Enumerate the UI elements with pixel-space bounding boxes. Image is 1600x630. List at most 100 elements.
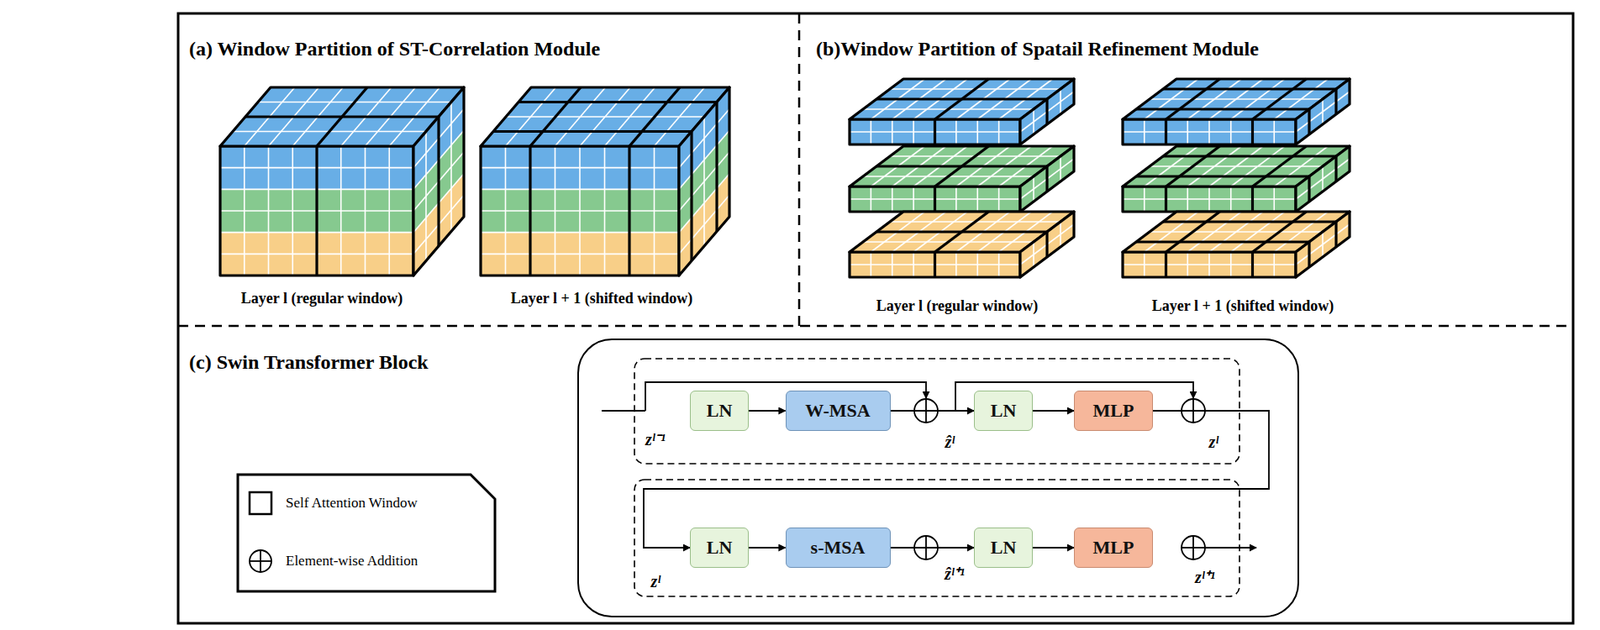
window-border (876, 230, 1048, 233)
grid-line (1252, 252, 1254, 278)
face-outline (480, 146, 679, 276)
signal-name: zˡ⁻¹ (645, 427, 666, 451)
window-border (689, 131, 693, 262)
layer-norm: LN (689, 390, 749, 432)
panel-divider (178, 325, 1574, 328)
face-outline (849, 186, 1021, 212)
window-border (876, 97, 1048, 100)
signal-name: ẑˡ⁺¹ (944, 562, 965, 585)
window-border (1136, 174, 1310, 178)
grid-line (1136, 175, 1310, 178)
window-border (1334, 156, 1337, 182)
window-border (1252, 146, 1307, 187)
panel-divider (798, 13, 801, 327)
grid-line (1149, 165, 1323, 168)
window-border (1164, 252, 1168, 278)
grid-line (493, 131, 692, 133)
window-border (245, 115, 439, 118)
window-border (528, 146, 532, 276)
window-border (1252, 211, 1307, 253)
flow-arrow (748, 410, 786, 412)
panel-title: (c) Swin Transformer Block (189, 351, 429, 374)
grid-line (1252, 119, 1254, 145)
face-outline (849, 119, 1021, 145)
grid-line (480, 253, 679, 256)
flow-arrow (1032, 410, 1074, 412)
face-outline (1122, 252, 1296, 278)
grid-line (529, 146, 532, 276)
mlp-box: MLP (1073, 527, 1153, 569)
grid-line (1163, 88, 1337, 90)
layer-norm: LN (973, 390, 1033, 432)
plus-bar (1192, 536, 1195, 560)
face-outline (1020, 211, 1074, 278)
element-wise-addition (1181, 536, 1206, 560)
grid-line (1046, 231, 1048, 258)
layer-caption: Layer l (regular window) (241, 289, 404, 308)
frame-slab (849, 146, 1074, 212)
panel-title: (a) Window Partition of ST-Correlation M… (189, 37, 600, 61)
face-outline (1295, 78, 1350, 145)
window-border (530, 87, 581, 147)
grid-line (480, 210, 679, 212)
window-sample (249, 492, 272, 515)
node-text: LN (990, 400, 1017, 422)
window-border (1307, 109, 1311, 135)
addition-sample (249, 550, 272, 573)
window-border (1045, 99, 1048, 125)
grid-line (876, 98, 1048, 100)
window-border (1251, 252, 1254, 278)
sub-block-dashed (634, 358, 1240, 464)
signal-name: zˡ (1208, 432, 1218, 453)
window-border (876, 164, 1048, 168)
window-border (315, 146, 318, 276)
face-outline (678, 87, 730, 276)
window-border (436, 116, 440, 247)
grid-line (715, 102, 718, 232)
grid-line (1308, 176, 1311, 202)
face-outline (1295, 211, 1350, 278)
grid-line (1165, 186, 1168, 212)
grid-line (1163, 155, 1337, 158)
window-border (1163, 154, 1337, 158)
grid-line (934, 119, 937, 145)
grid-line (1122, 198, 1296, 200)
node-text: LN (706, 400, 733, 422)
grid-line (876, 231, 1048, 233)
window-border (1045, 166, 1048, 192)
grid-line (1122, 263, 1296, 266)
grid-line (1308, 242, 1311, 268)
grid-line (1308, 109, 1311, 135)
legend-box (237, 474, 495, 592)
grid-line (1252, 186, 1254, 212)
shifted-attention: s-MSA (785, 527, 891, 569)
spatiotemporal-cube (480, 87, 730, 276)
frame-slab (1122, 78, 1350, 145)
window-border (627, 146, 631, 276)
window-border (1164, 119, 1168, 145)
grid-line (315, 146, 318, 276)
block-frame (578, 339, 1299, 617)
outer-frame (178, 13, 1574, 624)
flow-arrow (748, 547, 786, 549)
output-wire (1205, 547, 1257, 549)
window-border (1307, 242, 1311, 268)
grid-line (934, 252, 937, 278)
grid-line (1149, 231, 1323, 233)
frame-slab (1122, 146, 1350, 212)
window-border (1166, 211, 1221, 253)
node-text: W-MSA (805, 400, 870, 422)
legend-text: Self Attention Window (285, 494, 418, 512)
face-outline (1122, 186, 1296, 212)
grid-line (1122, 131, 1296, 133)
signal-name: ẑˡ (944, 432, 954, 453)
node-text: s-MSA (810, 536, 866, 559)
face-outline (1295, 146, 1350, 212)
window-border (933, 119, 937, 145)
window-border (1251, 119, 1254, 145)
window-border (1166, 78, 1221, 120)
grid-line (1335, 89, 1337, 115)
input-wire (601, 410, 646, 412)
node-text: LN (990, 536, 1017, 559)
grid-line (934, 186, 937, 212)
